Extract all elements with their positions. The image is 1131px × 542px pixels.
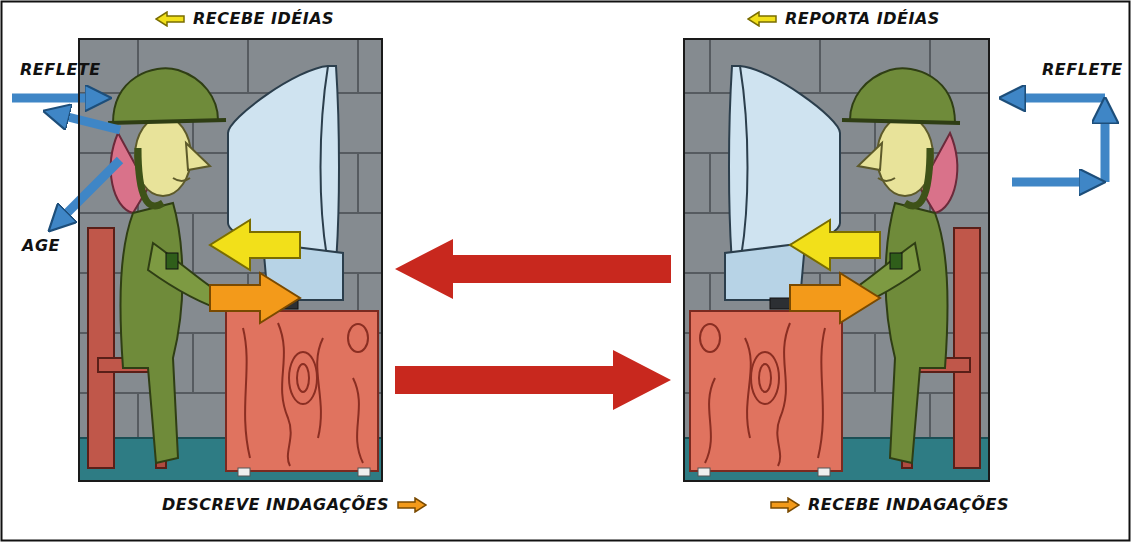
callout-label: REFLETE: [1042, 60, 1123, 79]
panel-caption: DESCREVE INDAGAÇÕES: [162, 495, 389, 514]
callout-label: REFLETE: [20, 60, 101, 79]
panel-caption: REPORTA IDÉIAS: [785, 9, 940, 28]
panel-caption: RECEBE IDÉIAS: [193, 9, 334, 28]
arrow-icon: [155, 11, 185, 27]
caption-row: REPORTA IDÉIAS: [747, 9, 940, 28]
caption-row: RECEBE IDÉIAS: [155, 9, 334, 28]
caption-row: RECEBE INDAGAÇÕES: [770, 495, 1009, 514]
callout-label: AGE: [22, 236, 60, 255]
flow-arrow: [395, 239, 671, 299]
flow-arrow: [395, 350, 671, 410]
picture-panel: RECEBE IDÉIASDESCREVE INDAGAÇÕES: [78, 38, 383, 482]
arrow-icon: [747, 11, 777, 27]
caption-row: DESCREVE INDAGAÇÕES: [162, 495, 427, 514]
arrow-icon: [397, 497, 427, 513]
arrow-icon: [770, 497, 800, 513]
panel-caption: RECEBE INDAGAÇÕES: [808, 495, 1009, 514]
picture-panel: REPORTA IDÉIASRECEBE INDAGAÇÕES: [683, 38, 990, 482]
